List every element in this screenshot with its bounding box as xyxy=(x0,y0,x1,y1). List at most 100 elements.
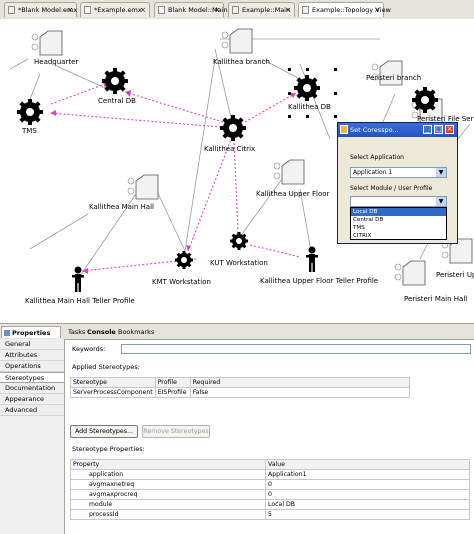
application-select[interactable]: Application 1 ▼ xyxy=(350,167,447,178)
property-name: module xyxy=(70,499,266,510)
tab-bookmarks[interactable]: Bookmarks xyxy=(118,328,155,336)
property-value[interactable]: 0 xyxy=(265,489,470,500)
kmt-workstation-gear-icon xyxy=(175,251,193,269)
stereotype-properties-table: Property Value application Application1 … xyxy=(70,459,470,520)
close-button[interactable]: × xyxy=(445,125,454,134)
select-application-label: Select Application xyxy=(350,154,404,161)
column-header-stereotype: Stereotype xyxy=(70,377,156,388)
editor-tab-bar: *Blank Model.emx× *Example.emx× Blank Mo… xyxy=(0,0,474,20)
dialog-app-icon xyxy=(340,125,348,134)
property-value[interactable]: Application1 xyxy=(265,469,470,480)
label-kmt-workstation[interactable]: KMT Workstation xyxy=(152,278,211,286)
tab-tasks[interactable]: Tasks xyxy=(68,328,86,336)
label-kallithea-upper-floor[interactable]: Kallithea Upper Floor xyxy=(256,190,330,198)
table-row xyxy=(71,398,410,425)
peristeri-gear-icon xyxy=(412,87,438,113)
table-row[interactable]: avgmaxnetreq 0 xyxy=(70,479,470,490)
table-row[interactable]: avgmaxprocreq 0 xyxy=(70,489,470,500)
chevron-down-icon[interactable]: ▼ xyxy=(436,197,446,206)
property-value[interactable]: 5 xyxy=(265,509,470,520)
label-kallithea-db[interactable]: Kallithea DB xyxy=(288,103,331,111)
sidebar-item-documentation[interactable]: Documentation xyxy=(0,383,64,394)
diagram-file-icon xyxy=(158,6,165,14)
sidebar-item-general[interactable]: General xyxy=(0,339,64,350)
option-citrix[interactable]: CITRIX xyxy=(353,233,372,239)
sidebar-item-appearance[interactable]: Appearance xyxy=(0,394,64,405)
property-name: avgmaxprocreq xyxy=(70,489,266,500)
stereotype-properties-label: Stereotype Properties: xyxy=(72,445,145,453)
option-local-db[interactable]: Local DB xyxy=(351,208,446,216)
label-peristeri-up[interactable]: Peristeri Up xyxy=(436,271,474,279)
stereotypes-table: Stereotype Profile Required ServerProces… xyxy=(70,377,411,425)
option-tms[interactable]: TMS xyxy=(353,225,365,231)
label-tms[interactable]: TMS xyxy=(22,127,37,135)
sidebar-item-advanced[interactable]: Advanced xyxy=(0,405,64,416)
table-row[interactable]: ServerProcessComponent EISProfile False xyxy=(70,387,411,398)
property-value[interactable]: Local DB xyxy=(265,499,470,510)
table-row[interactable]: application Application1 xyxy=(70,469,470,480)
central-db-gear-icon xyxy=(102,68,128,94)
label-peristeri-file-server[interactable]: Peristeri File Server xyxy=(417,115,474,123)
kallithea-upper-floor-node-icon xyxy=(273,159,305,185)
select-module-label: Select Module / User Profile xyxy=(350,185,433,192)
close-icon[interactable]: × xyxy=(140,6,146,14)
label-kallithea-citrix[interactable]: Kallithea Citrix xyxy=(204,145,256,153)
module-select[interactable]: ▼ xyxy=(350,196,447,207)
property-name: processId xyxy=(70,509,266,520)
label-upper-floor-teller[interactable]: Kallithea Upper Floor Teller Profile xyxy=(260,277,379,285)
label-peristeri-branch[interactable]: Peristeri branch xyxy=(366,74,422,82)
peristeri-main-hall-node-icon xyxy=(394,260,426,286)
close-icon[interactable]: × xyxy=(374,6,380,14)
close-icon[interactable]: × xyxy=(67,6,73,14)
tab-blank-model-main[interactable]: Blank Model::Main× xyxy=(154,2,228,17)
table-row[interactable]: module Local DB xyxy=(70,499,470,510)
tms-gear-icon xyxy=(17,99,43,125)
selection-handles xyxy=(288,68,337,118)
tab-console[interactable]: Console xyxy=(87,328,116,336)
kallithea-branch-node-icon xyxy=(221,28,253,54)
label-peristeri-main-hall[interactable]: Peristeri Main Hall xyxy=(404,295,468,303)
table-header-row: Property Value xyxy=(70,459,470,470)
sidebar-item-attributes[interactable]: Attributes xyxy=(0,350,64,361)
sidebar-item-stereotypes[interactable]: Stereotypes xyxy=(0,372,64,383)
label-headquarter[interactable]: Headquarter xyxy=(34,58,79,66)
tab-blank-model-emx[interactable]: *Blank Model.emx× xyxy=(4,2,77,17)
minimize-button[interactable]: _ xyxy=(423,125,432,134)
properties-sidebar: General Attributes Operations Stereotype… xyxy=(0,339,65,534)
table-row[interactable]: processId 5 xyxy=(70,509,470,520)
set-correspondence-dialog: Set Coresspo... _ □ × Select Application… xyxy=(337,122,458,244)
model-file-icon xyxy=(8,6,15,14)
headquarter-node-icon xyxy=(31,30,63,56)
tab-example-topology-view[interactable]: Example::Topology View× xyxy=(298,2,391,17)
applied-stereotypes-label: Applied Stereotypes: xyxy=(72,363,140,371)
label-central-db[interactable]: Central DB xyxy=(98,97,136,105)
bottom-tab-bar: Properties Tasks Console Bookmarks xyxy=(0,323,474,340)
stereotype-cell: ServerProcessComponent xyxy=(70,387,156,398)
tab-example-emx[interactable]: *Example.emx× xyxy=(80,2,150,17)
tab-example-main[interactable]: Example::Main× xyxy=(228,2,295,17)
diagram-file-icon xyxy=(302,6,309,14)
label-kut-workstation[interactable]: KUT Workstation xyxy=(210,259,268,267)
label-main-hall-teller[interactable]: Kallithea Main Hall Teller Profile xyxy=(25,297,135,305)
label-kallithea-main-hall[interactable]: Kallithea Main Hall xyxy=(89,203,154,211)
chevron-down-icon[interactable]: ▼ xyxy=(436,168,446,177)
tab-properties[interactable]: Properties xyxy=(1,326,61,338)
maximize-button[interactable]: □ xyxy=(434,125,443,134)
stereotypes-section: Keywords: Applied Stereotypes: Stereotyp… xyxy=(66,339,474,534)
column-header-profile: Profile xyxy=(154,377,191,388)
sidebar-item-operations[interactable]: Operations xyxy=(0,361,64,372)
close-icon[interactable]: × xyxy=(214,6,220,14)
keywords-label: Keywords: xyxy=(72,345,106,353)
property-name: application xyxy=(70,469,266,480)
add-stereotypes-button[interactable]: Add Stereotypes... xyxy=(70,425,138,438)
label-kallithea-branch[interactable]: Kallithea branch xyxy=(213,58,270,66)
profile-cell: EISProfile xyxy=(154,387,191,398)
column-header-property: Property xyxy=(70,459,266,470)
kut-workstation-gear-icon xyxy=(230,232,248,250)
option-central-db[interactable]: Central DB xyxy=(353,217,384,223)
close-icon[interactable]: × xyxy=(285,6,291,14)
keywords-input[interactable] xyxy=(121,344,471,354)
column-header-required: Required xyxy=(189,377,411,388)
property-value[interactable]: 0 xyxy=(265,479,470,490)
column-header-value: Value xyxy=(265,459,470,470)
